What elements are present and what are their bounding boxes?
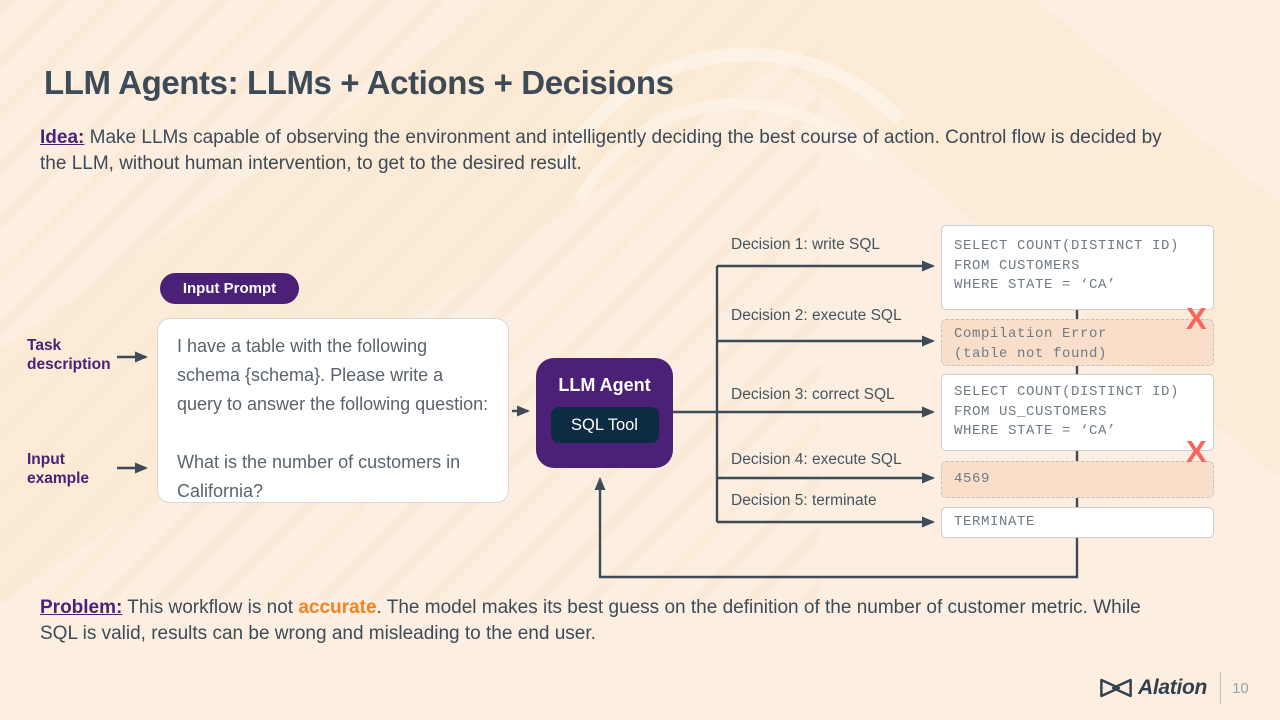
idea-paragraph: Idea: Make LLMs capable of observing the… [40, 125, 1185, 177]
problem-paragraph: Problem: This workflow is not accurate. … [40, 595, 1170, 647]
problem-label: Problem: [40, 597, 123, 618]
prompt-box: I have a table with the following schema… [157, 318, 509, 503]
error-output-box: Compilation Error (table not found) [941, 319, 1214, 366]
decision-3-label: Decision 3: correct SQL [731, 386, 895, 403]
terminate-output-box: TERMINATE [941, 507, 1214, 538]
input-prompt-badge: Input Prompt [160, 273, 299, 304]
prompt-paragraph-2: What is the number of customers in Calif… [177, 452, 461, 501]
llm-agent-box: LLM Agent SQL Tool [536, 358, 673, 468]
result-output-box: 4569 [941, 461, 1214, 498]
sql-output-box-2: SELECT COUNT(DISTINCT ID) FROM US_CUSTOM… [941, 374, 1214, 451]
problem-highlight: accurate [298, 597, 377, 618]
page-title: LLM Agents: LLMs + Actions + Decisions [44, 64, 674, 101]
prompt-paragraph-1: I have a table with the following schema… [177, 336, 489, 414]
decision-1-label: Decision 1: write SQL [731, 236, 881, 253]
alation-bowtie-logo-icon [1100, 678, 1132, 698]
task-description-label: Task description [27, 337, 111, 373]
sql-tool-chip: SQL Tool [550, 407, 659, 443]
input-example-label: Input example [27, 451, 90, 487]
footer: Alation 10 [1100, 670, 1249, 706]
decision-4-label: Decision 4: execute SQL [731, 451, 902, 468]
idea-text: Make LLMs capable of observing the envir… [40, 127, 1162, 174]
idea-label: Idea: [40, 127, 85, 148]
llm-agent-title: LLM Agent [558, 375, 651, 395]
brand-name: Alation [1138, 676, 1208, 699]
problem-text-post: . The model makes its best guess on the … [40, 597, 1141, 644]
page-number: 10 [1232, 679, 1249, 697]
sql-output-box-1: SELECT COUNT(DISTINCT ID) FROM CUSTOMERS… [941, 225, 1214, 310]
decision-2-label: Decision 2: execute SQL [731, 307, 902, 324]
footer-divider [1220, 672, 1222, 704]
error-x-mark-1: X [1186, 301, 1207, 336]
problem-text-pre: This workflow is not [122, 597, 299, 618]
error-x-mark-2: X [1186, 434, 1207, 469]
decision-5-label: Decision 5: terminate [731, 492, 877, 509]
